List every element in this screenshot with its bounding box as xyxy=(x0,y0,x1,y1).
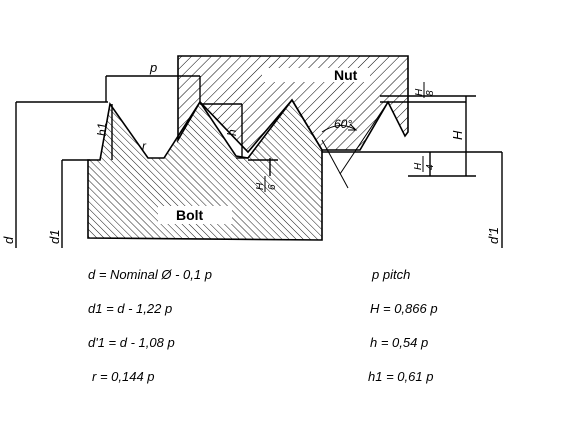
angle-construction xyxy=(321,101,389,189)
bolt-section xyxy=(87,68,370,241)
r-label: r xyxy=(142,139,147,153)
formula-d1-prime: d'1 = d - 1,08 p xyxy=(88,335,175,350)
svg-text:H: H xyxy=(414,88,425,96)
H-label: H xyxy=(450,130,465,140)
formula-h: h = 0,54 p xyxy=(370,335,429,350)
formula-pitch: p pitch xyxy=(372,267,411,282)
d1-prime-label: d'1 xyxy=(486,227,501,244)
formula-r: r = 0,144 p xyxy=(92,369,155,384)
svg-text:H: H xyxy=(255,182,266,190)
fraction-H-over-8: H 8 xyxy=(414,82,436,98)
fraction-H-over-4: H 4 xyxy=(413,156,436,172)
h1-label: h1 xyxy=(95,123,109,136)
d-label: d xyxy=(1,236,16,244)
bolt-label: Bolt xyxy=(176,207,204,223)
formula-H: H = 0,866 p xyxy=(370,301,438,316)
svg-text:6: 6 xyxy=(267,184,278,190)
angle-label: 60° xyxy=(334,117,352,131)
dimension-lines xyxy=(15,75,503,248)
d1-label: d1 xyxy=(47,230,62,244)
svg-text:4: 4 xyxy=(425,164,436,170)
svg-text:8: 8 xyxy=(425,90,436,96)
svg-text:H: H xyxy=(413,162,424,170)
nut-label: Nut xyxy=(334,67,358,83)
formula-d1: d1 = d - 1,22 p xyxy=(88,301,173,316)
fraction-H-over-6: H 6 xyxy=(255,176,278,192)
h-label: h xyxy=(225,129,239,136)
pitch-label: p xyxy=(149,60,157,75)
formula-h1: h1 = 0,61 p xyxy=(368,369,434,384)
formula-d: d = Nominal Ø - 0,1 p xyxy=(88,267,212,282)
